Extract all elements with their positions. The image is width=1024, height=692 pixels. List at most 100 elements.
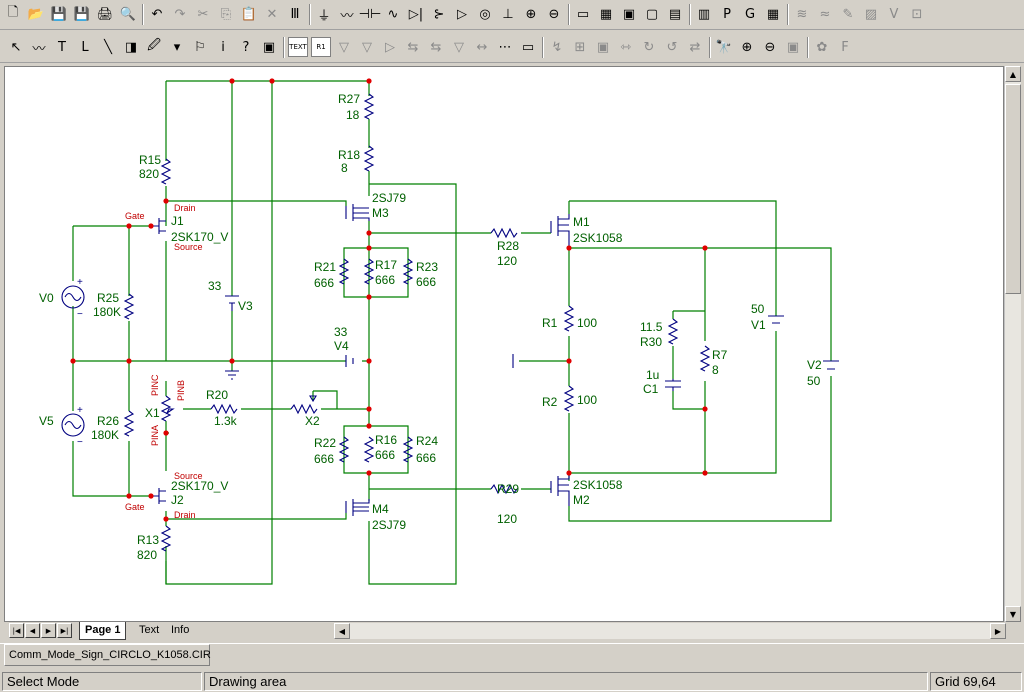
vsource-icon[interactable]: ⊕ (525, 6, 537, 22)
junction-node (163, 198, 169, 204)
save-icon[interactable]: 💾 (50, 6, 68, 22)
label-r18v: 8 (341, 161, 348, 175)
draw-tool-25-icon[interactable]: ▣ (596, 39, 610, 55)
wave-icon[interactable]: ≋ (796, 6, 808, 22)
new-icon[interactable]: 🗋 (7, 5, 19, 20)
calculator-icon[interactable]: ▤ (668, 6, 682, 22)
draw-tool-18-icon[interactable]: ⇆ (430, 39, 442, 55)
plot-icon[interactable]: ✎ (842, 6, 854, 22)
draw-tool-11-icon[interactable]: ▣ (262, 39, 276, 55)
draw-tool-24-icon[interactable]: ⊞ (574, 39, 586, 55)
scroll-left-icon[interactable]: ◀ (334, 623, 350, 639)
battery-icon[interactable]: ⊥ (502, 6, 514, 22)
opamp-icon[interactable]: ▷ (457, 6, 467, 22)
tool-38-icon[interactable]: ⊡ (911, 6, 923, 22)
open-icon[interactable]: 📂 (27, 6, 45, 22)
draw-tool-7-icon[interactable]: ▾ (173, 39, 181, 55)
menu-icon[interactable]: G (744, 6, 756, 22)
draw-tool-1-icon[interactable]: 〰 (32, 41, 46, 57)
document-tab[interactable]: Comm_Mode_Sign_CIRCLO_K1058.CIR (4, 644, 211, 666)
draw-tool-20-icon[interactable]: ↔ (476, 39, 488, 55)
draw-tool-12-icon[interactable]: TEXT (288, 37, 308, 57)
draw-tool-4-icon[interactable]: ╲ (104, 39, 112, 55)
draw-tool-15-icon[interactable]: ▽ (362, 39, 372, 55)
label-m4m: 2SJ79 (372, 518, 406, 532)
print-preview-icon[interactable]: 🔍 (119, 6, 137, 22)
select-all-icon[interactable]: Ⅲ (290, 6, 300, 22)
print-icon[interactable]: 🖨 (96, 6, 114, 22)
draw-tool-23-icon[interactable]: ↯ (551, 39, 563, 55)
view-icon[interactable]: ▭ (576, 6, 590, 22)
pen-icon[interactable]: ≈ (819, 6, 831, 22)
redo-icon[interactable]: ↷ (174, 6, 186, 22)
window-icon[interactable]: ▣ (622, 6, 636, 22)
global-icon[interactable]: P (723, 6, 731, 22)
draw-tool-16-icon[interactable]: ▷ (385, 39, 395, 55)
save-all-icon[interactable]: 💾 (73, 6, 91, 22)
draw-tool-21-icon[interactable]: ⋯ (498, 39, 512, 55)
draw-tool-22-icon[interactable]: ▭ (521, 39, 535, 55)
tab-page-1[interactable]: Page 1 (79, 622, 127, 640)
prev-sheet-icon[interactable]: ◀ (25, 623, 40, 638)
draw-tool-13-icon[interactable]: R1 (311, 37, 331, 57)
draw-tool-28-icon[interactable]: ↺ (666, 39, 678, 55)
draw-tool-33-icon[interactable]: ▣ (786, 39, 800, 55)
copy-icon[interactable]: ⎘ (220, 6, 232, 22)
horizontal-scrollbar[interactable]: ◀ ▶ (334, 623, 1006, 639)
next-sheet-icon[interactable]: ▶ (41, 623, 56, 638)
draw-tool-17-icon[interactable]: ⇆ (407, 39, 419, 55)
value-icon[interactable]: ▨ (864, 6, 878, 22)
label-r29v: 120 (497, 512, 517, 526)
schematic-diagram[interactable]: +− +− R2718R188R15820J12SK170_VDrainSour… (5, 67, 1004, 622)
draw-tool-2-icon[interactable]: T (58, 39, 66, 55)
draw-tool-31-icon[interactable]: ⊕ (741, 39, 753, 55)
draw-tool-14-icon[interactable]: ▽ (339, 39, 349, 55)
draw-tool-5-icon[interactable]: ◨ (124, 39, 138, 55)
vertical-scroll-thumb[interactable] (1005, 84, 1021, 294)
grid-icon[interactable]: ▦ (599, 6, 613, 22)
first-sheet-icon[interactable]: |◀ (9, 623, 24, 638)
last-sheet-icon[interactable]: ▶| (57, 623, 72, 638)
draw-tool-19-icon[interactable]: ▽ (454, 39, 464, 55)
ground-icon[interactable]: ⏚ (317, 8, 331, 24)
draw-tool-27-icon[interactable]: ↻ (643, 39, 655, 55)
scroll-down-icon[interactable]: ▼ (1005, 606, 1021, 622)
tab-text[interactable]: Text (139, 624, 160, 636)
draw-tool-9-icon[interactable]: i (221, 39, 225, 55)
scroll-right-icon[interactable]: ▶ (990, 623, 1006, 639)
pane-icon[interactable]: ▢ (645, 6, 659, 22)
paste-icon[interactable]: 📋 (240, 6, 258, 22)
draw-tool-3-icon[interactable]: Ⅼ (81, 39, 89, 55)
junction-node (148, 493, 154, 499)
draw-tool-35-icon[interactable]: F (841, 39, 849, 55)
source-icon[interactable]: ◎ (479, 6, 491, 22)
cut-icon[interactable]: ✂ (197, 6, 209, 22)
draw-tool-0-icon[interactable]: ↖ (10, 39, 22, 55)
diode-icon[interactable]: ▷| (408, 6, 424, 22)
transistor-icon[interactable]: ⊱ (433, 6, 445, 22)
zoom-icon[interactable]: V (889, 6, 899, 22)
delete-icon[interactable]: ✕ (266, 6, 278, 22)
toolbar-separator (283, 37, 285, 58)
draw-tool-32-icon[interactable]: ⊖ (764, 39, 776, 55)
capacitor-icon[interactable]: ⊣⊢ (358, 6, 382, 22)
analysis-icon[interactable]: ▦ (766, 6, 780, 22)
vertical-scrollbar[interactable]: ▲ ▼ (1004, 66, 1021, 622)
tab-info[interactable]: Info (171, 624, 190, 636)
label-x2: X2 (305, 414, 320, 428)
inductor-icon[interactable]: ∿ (387, 6, 399, 22)
draw-tool-29-icon[interactable]: ⇄ (689, 39, 701, 55)
draw-tool-6-icon[interactable]: 🖉 (147, 38, 161, 53)
draw-tool-10-icon[interactable]: ? (242, 39, 250, 55)
junction-node (366, 245, 372, 251)
draw-tool-34-icon[interactable]: ✿ (816, 39, 828, 55)
scroll-up-icon[interactable]: ▲ (1005, 66, 1021, 82)
draw-tool-26-icon[interactable]: ⇿ (620, 39, 632, 55)
draw-tool-8-icon[interactable]: ⚐ (194, 39, 206, 55)
resistor-icon[interactable]: 〰 (340, 8, 354, 24)
probe-icon[interactable]: ▥ (697, 6, 711, 22)
undo-icon[interactable]: ↶ (151, 6, 163, 22)
draw-tool-30-icon[interactable]: 🔭 (715, 39, 733, 55)
wire-icon[interactable]: ⊖ (548, 6, 560, 22)
